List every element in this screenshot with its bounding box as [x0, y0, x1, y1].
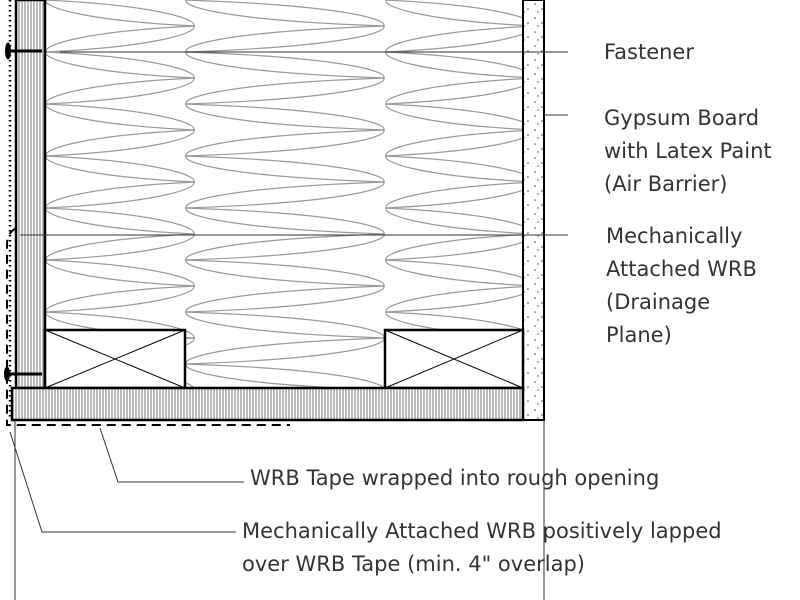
- wall-sheathing: [14, 0, 47, 390]
- leader-lapped: [9, 431, 236, 533]
- label-line: Fastener: [604, 40, 694, 64]
- label-fastener: Fastener: [604, 40, 694, 65]
- label-line: WRB Tape wrapped into rough opening: [250, 466, 660, 490]
- label-wrb-drainage-plane: Mechanically Attached WRB (Drainage Plan…: [606, 220, 757, 352]
- label-line: Attached WRB: [606, 257, 757, 281]
- leader-lines: [9, 51, 568, 600]
- label-wrb-tape: WRB Tape wrapped into rough opening: [250, 466, 659, 491]
- insulation-batt: [45, 0, 523, 388]
- label-line: Mechanically Attached WRB positively lap…: [242, 519, 722, 543]
- fastener-icon: [5, 42, 42, 60]
- label-line: (Drainage: [606, 290, 711, 314]
- leader-tape: [99, 427, 244, 483]
- label-line: with Latex Paint: [604, 139, 772, 163]
- wood-stud-left: [43, 328, 187, 390]
- wood-stud-right: [383, 328, 525, 390]
- label-line: Plane): [606, 323, 672, 347]
- wrb-tape: [6, 227, 290, 426]
- label-line: over WRB Tape (min. 4" overlap): [242, 552, 585, 576]
- label-line: Gypsum Board: [604, 106, 760, 130]
- label-gypsum-board: Gypsum Board with Latex Paint (Air Barri…: [604, 102, 772, 201]
- label-wrb-lapped: Mechanically Attached WRB positively lap…: [242, 515, 722, 581]
- fastener-icon: [4, 366, 42, 382]
- label-line: (Air Barrier): [604, 172, 728, 196]
- label-line: Mechanically: [606, 224, 743, 248]
- rough-opening-sill: [10, 386, 525, 422]
- gypsum-board: [522, 0, 545, 421]
